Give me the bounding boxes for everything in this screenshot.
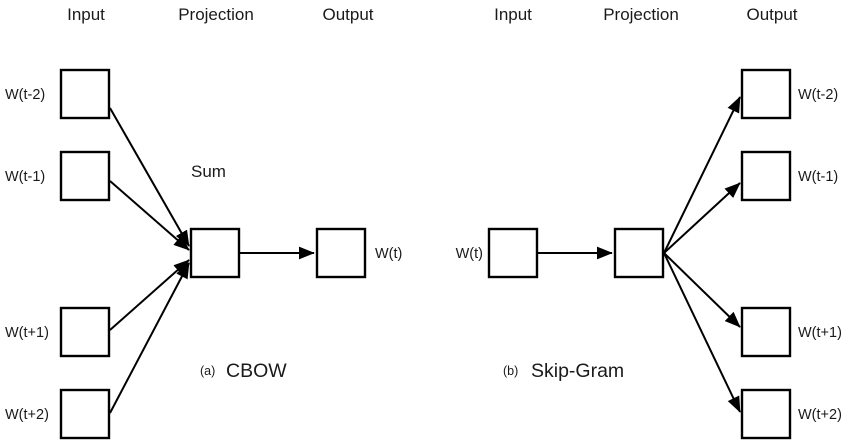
edge-w-t-plus-2-to-projection [109, 262, 190, 414]
column-header-input: Input [67, 5, 105, 24]
caption-title-cbow: CBOW [226, 360, 287, 382]
edge-projection-to-w-t-minus-1 [663, 182, 741, 254]
output-box-w-t[interactable] [315, 227, 367, 279]
column-header-projection: Projection [178, 5, 254, 24]
input-box-w-t-plus-2-label: W(t+2) [5, 407, 49, 423]
projection-box[interactable] [189, 227, 241, 279]
output-box-w-t-plus-2[interactable] [740, 388, 792, 440]
caption-index-skip-gram: (b) [503, 364, 518, 378]
input-box-w-t[interactable] [487, 227, 539, 279]
column-header-input: Input [494, 5, 532, 24]
edge-w-t-minus-2-to-projection [109, 107, 190, 247]
column-header-output: Output [322, 5, 373, 24]
input-box-w-t-minus-1-label: W(t-1) [5, 169, 45, 185]
edge-projection-to-w-t-plus-1 [663, 252, 741, 328]
caption-title-skip-gram: Skip-Gram [531, 360, 624, 382]
sum-annotation-label: Sum [191, 162, 226, 181]
output-box-w-t-minus-1-label: W(t-1) [798, 169, 838, 185]
output-box-w-t-minus-2[interactable] [740, 68, 792, 120]
edge-w-t-plus-1-to-projection [109, 259, 190, 331]
output-box-w-t-minus-1[interactable] [740, 150, 792, 202]
caption-index-cbow: (a) [200, 364, 215, 378]
edge-projection-to-w-t-minus-2 [663, 96, 741, 254]
column-header-output: Output [746, 5, 797, 24]
input-box-w-t-plus-1[interactable] [59, 306, 111, 358]
projection-box[interactable] [613, 227, 665, 279]
input-box-w-t-label: W(t) [456, 246, 483, 262]
output-box-w-t-label: W(t) [375, 246, 402, 262]
input-box-w-t-minus-2[interactable] [59, 68, 111, 120]
output-box-w-t-plus-1[interactable] [740, 306, 792, 358]
edge-projection-to-w-t-plus-2 [663, 252, 741, 413]
edge-w-t-minus-1-to-projection [109, 180, 190, 251]
input-box-w-t-plus-2[interactable] [59, 388, 111, 440]
input-box-w-t-minus-2-label: W(t-2) [5, 87, 45, 103]
column-header-projection: Projection [603, 5, 679, 24]
output-box-w-t-plus-1-label: W(t+1) [798, 325, 842, 341]
output-box-w-t-plus-2-label: W(t+2) [798, 407, 842, 423]
output-box-w-t-minus-2-label: W(t-2) [798, 87, 838, 103]
input-box-w-t-minus-1[interactable] [59, 150, 111, 202]
input-box-w-t-plus-1-label: W(t+1) [5, 325, 49, 341]
